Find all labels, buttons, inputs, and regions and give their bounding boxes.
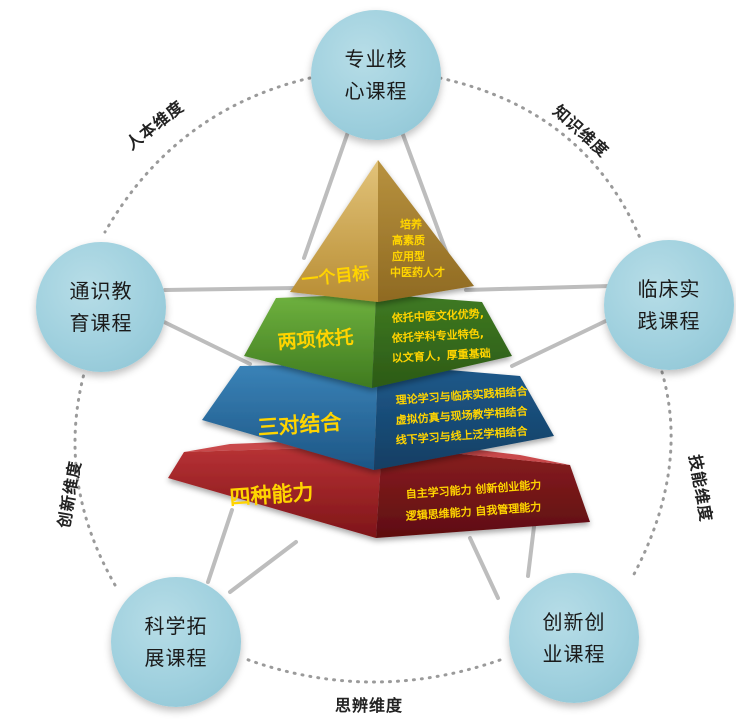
circle-left-line-1: 通识教 — [69, 279, 133, 303]
circle-bottom-left-line-1: 科学拓 — [144, 614, 208, 638]
circle-professional-core: 专业核 心课程 — [311, 10, 441, 140]
circle-top-line-1: 专业核 — [344, 47, 408, 71]
line-top-right — [400, 130, 452, 264]
line-br-left — [468, 536, 500, 600]
circle-science-extension: 科学拓 展课程 — [111, 577, 241, 707]
line-bl-left — [206, 508, 234, 584]
tier-1-line-1: 培养 — [400, 217, 423, 231]
circle-right-line-2: 践课程 — [637, 309, 701, 333]
tier-1-line-3: 应用型 — [392, 249, 425, 263]
tier-4-top — [184, 438, 570, 465]
tier-3-label: 三对结合 — [257, 410, 343, 440]
tier-3-front — [202, 364, 378, 470]
line-left-low — [158, 318, 252, 366]
circle-clinical-practice: 临床实 践课程 — [604, 240, 734, 370]
arc-bottom — [241, 656, 502, 684]
tier-2-label: 两项依托 — [277, 325, 354, 353]
tier-4-front — [168, 446, 382, 538]
tier-4 — [168, 438, 590, 538]
circle-top-line-2: 心课程 — [344, 79, 408, 103]
tier-2-side — [372, 294, 512, 388]
tier-3-side — [374, 364, 554, 470]
line-right-low — [510, 316, 614, 368]
circle-left-line-2: 育课程 — [69, 311, 133, 335]
arc-right — [630, 370, 673, 580]
circle-bottom-right-line-2: 业课程 — [542, 642, 606, 666]
tier-2-line-1: 依托中医文化优势, — [391, 306, 484, 325]
tier-1-front — [290, 160, 378, 302]
tier-2 — [244, 294, 512, 388]
line-right-top — [464, 284, 612, 292]
line-top-left — [302, 130, 350, 260]
tier-1-side — [378, 160, 474, 302]
arc-top-left — [103, 76, 312, 234]
tier-4-label: 四种能力 — [229, 480, 314, 510]
dimension-arcs — [73, 76, 673, 684]
tier-2-line-3: 以文育人，厚重基础 — [391, 346, 491, 365]
tier-2-line-2: 依托学科专业特色, — [391, 326, 484, 345]
tier-1 — [290, 160, 474, 302]
arc-left — [73, 368, 117, 587]
tier-4-side — [376, 446, 590, 538]
dimension-critical-thinking: 思辨维度 — [335, 696, 404, 715]
line-bl-right — [228, 540, 298, 594]
line-left-top — [163, 286, 298, 292]
tier-1-line-4: 中医药人才 — [390, 265, 445, 279]
arc-top-right — [438, 76, 642, 240]
tier-3 — [202, 364, 554, 470]
circle-bottom-right-line-1: 创新创 — [542, 610, 606, 634]
tier-2-front — [244, 294, 376, 388]
tier-1-line-2: 高素质 — [392, 233, 425, 247]
circle-general-education: 通识教 育课程 — [36, 242, 166, 372]
circle-innovation-entrepreneurship: 创新创 业课程 — [509, 573, 639, 703]
connector-lines — [158, 130, 614, 600]
circle-bottom-left-line-2: 展课程 — [144, 646, 208, 670]
circle-right-line-1: 临床实 — [637, 277, 701, 301]
